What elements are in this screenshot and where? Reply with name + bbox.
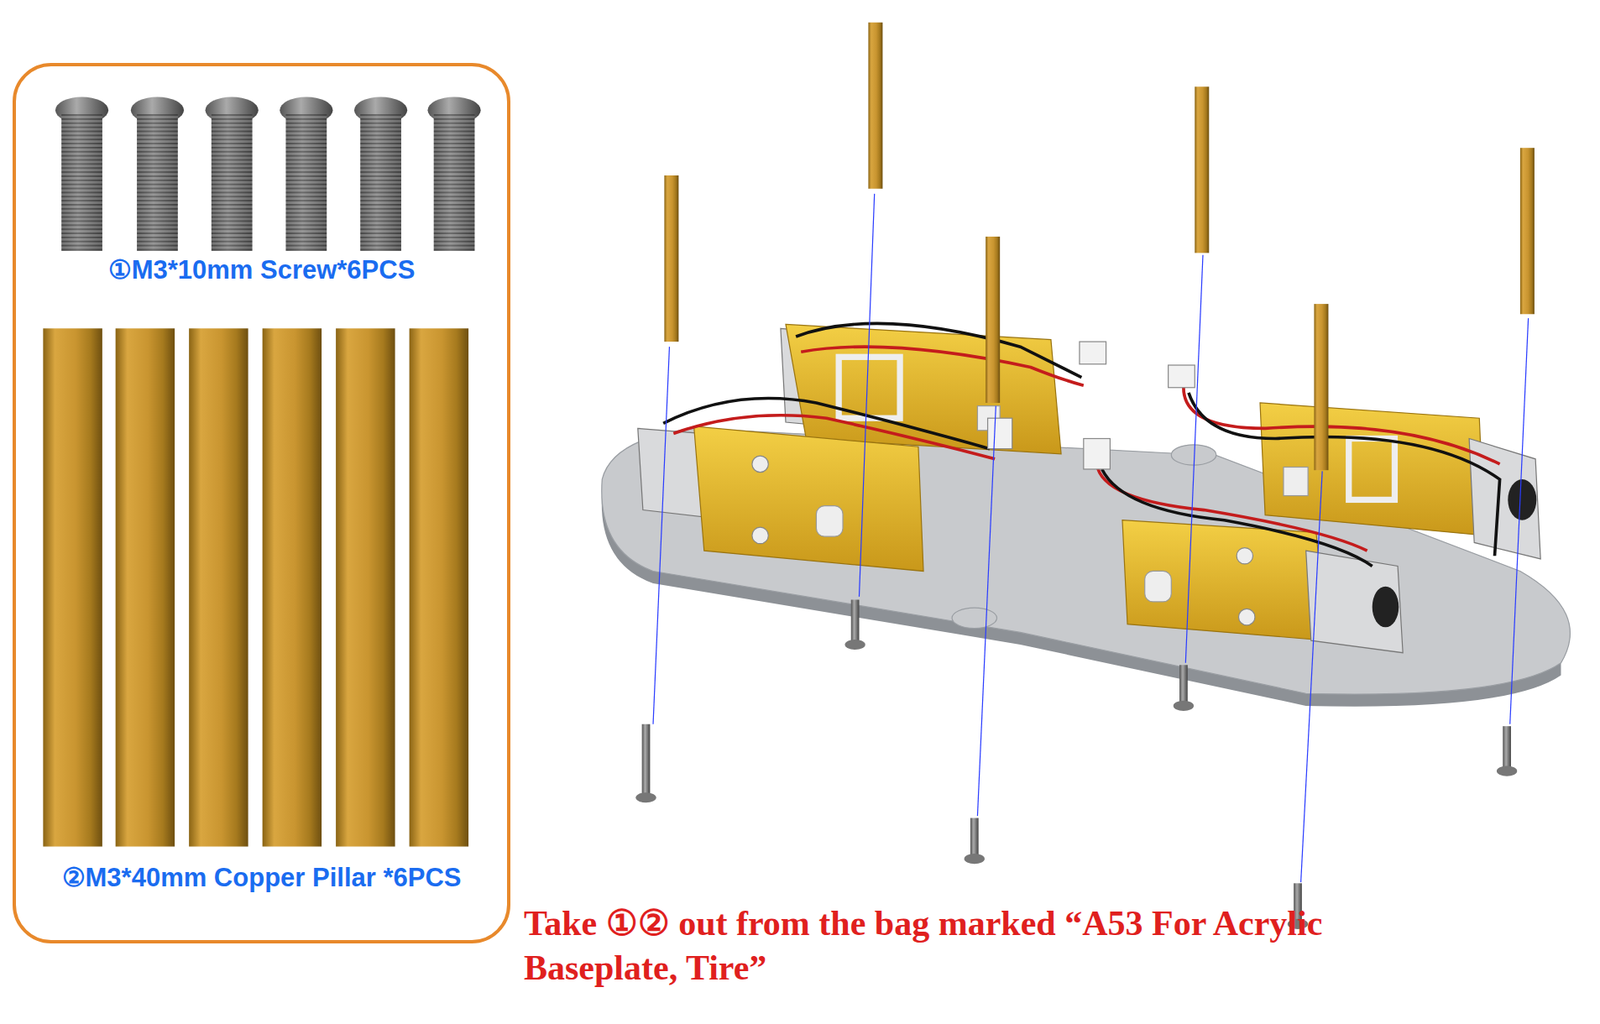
- motor: [1122, 520, 1403, 654]
- part-label: ①M3*10mm Screw*6PCS: [108, 254, 416, 286]
- motor: [637, 426, 924, 572]
- parts-panel: ①M3*10mm Screw*6PCS ②M3*40mm Copper Pilla…: [12, 62, 511, 944]
- m3-screw: [635, 600, 1517, 930]
- wire-plug: [988, 341, 1196, 470]
- motor: [780, 324, 1062, 454]
- guide-line: [653, 193, 1529, 883]
- pillar-row: [42, 328, 469, 847]
- copper-pillar: [664, 22, 1535, 471]
- motor-wires: [663, 323, 1500, 566]
- screw-row: [55, 96, 482, 251]
- instruction-note: Take ①② out from the bag marked “A53 For…: [523, 901, 1397, 990]
- part-label: ②M3*40mm Copper Pillar *6PCS: [62, 862, 462, 894]
